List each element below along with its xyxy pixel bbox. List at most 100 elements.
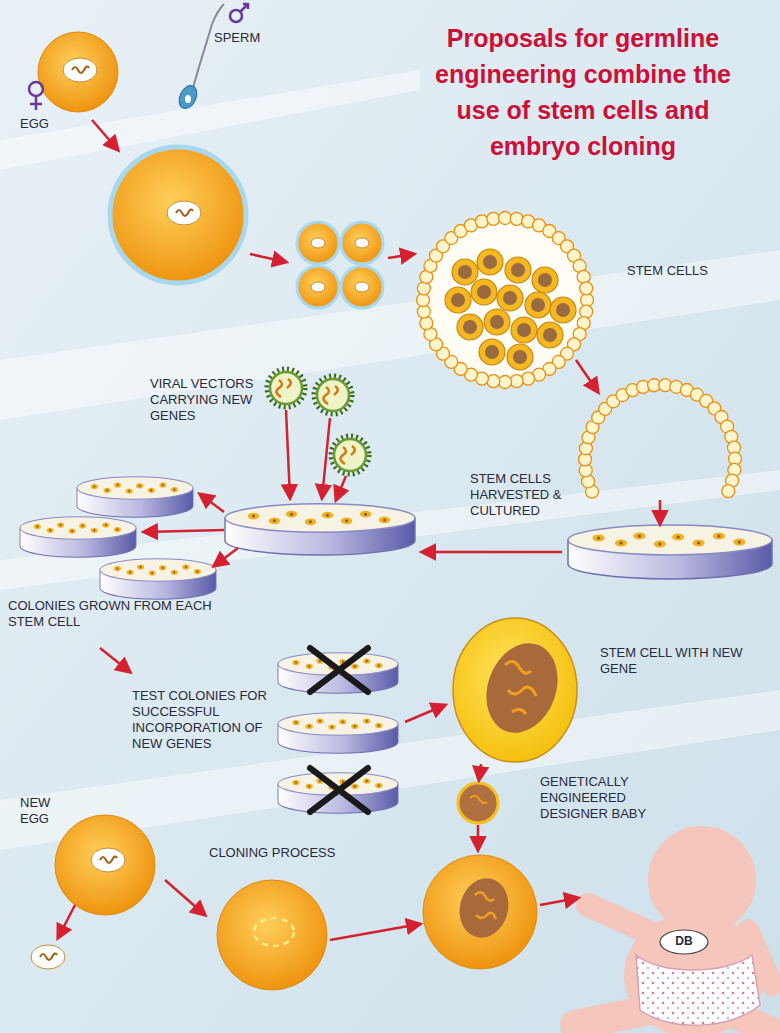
baby-figure-part: [648, 826, 756, 934]
female-symbol-part: [30, 96, 42, 110]
stage-label: STEM CELLS: [627, 263, 747, 279]
process-arrow-part: [92, 120, 118, 150]
blastocyst-part: [550, 297, 576, 323]
sperm-cell: [176, 4, 224, 111]
stage-label: NEW EGG: [20, 795, 60, 827]
process-arrow-part: [477, 825, 480, 850]
four-cell-embryo-part: [297, 222, 339, 264]
wall-cell: [522, 372, 535, 385]
illustrated-stage: STEM CELL WITH NEW GENE: [445, 615, 755, 765]
wall-cell: [499, 376, 512, 389]
small-stem-cell-part: [470, 796, 487, 803]
illustrated-stage: EGG: [15, 28, 135, 138]
reject-cross-part: [310, 768, 368, 812]
blastocyst-part: [452, 259, 478, 285]
diaper-part: [636, 955, 760, 1025]
wall-cell: [417, 294, 430, 307]
stage-label: EGG: [20, 116, 70, 132]
four-cell-embryo-part: [355, 238, 369, 248]
wall-cell: [417, 282, 430, 295]
viral-vector: [267, 369, 305, 407]
process-arrow: [405, 705, 445, 722]
process-arrow-part: [422, 551, 562, 554]
sperm-cell-part: [176, 83, 201, 112]
process-arrow-part: [286, 410, 290, 498]
process-arrow-part: [576, 360, 598, 392]
wall-cell: [510, 212, 523, 225]
male-symbol-part: [240, 4, 248, 12]
egg-cell-part: [63, 58, 97, 82]
baby-figure-part: [588, 905, 655, 935]
enucleated-egg-part: [254, 918, 294, 946]
process-arrow-part: [144, 530, 224, 532]
stage-label: SPERM: [214, 30, 262, 46]
engineered-stem-cell-part: [474, 633, 569, 743]
engineered-stem-cell-part: [453, 618, 577, 762]
illustrated-stage: SPERM: [170, 14, 264, 109]
wall-cell: [510, 375, 523, 388]
process-arrow-part: [58, 905, 75, 938]
illustrated-stage: STEM CELLS: [412, 208, 762, 398]
four-cell-embryo-part: [311, 282, 325, 292]
process-arrow-part: [250, 254, 286, 262]
reject-cross: [310, 648, 368, 812]
process-arrow-part: [540, 898, 578, 905]
new-egg: [55, 815, 155, 915]
colony-dish: [20, 517, 136, 558]
enucleated-egg-part: [217, 880, 327, 990]
baby-figure: [575, 826, 772, 1033]
four-cell-embryo-part: [311, 238, 325, 248]
wall-cell: [487, 375, 500, 388]
stage-label: GENETICALLY ENGINEERED DESIGNER BABY: [540, 774, 662, 822]
process-arrow-part: [388, 254, 414, 258]
stage-label: COLONIES GROWN FROM EACH STEM CELL: [8, 598, 213, 630]
wall-cell: [577, 270, 590, 283]
sperm-cell-part: [185, 95, 191, 103]
four-cell-embryo: [297, 222, 383, 308]
female-symbol-part: [29, 82, 43, 96]
enucleated-egg: [217, 880, 327, 990]
sperm-cell-part: [193, 4, 224, 88]
diagram-title: Proposals for germline engineering combi…: [416, 20, 750, 164]
four-cell-embryo-part: [297, 266, 339, 308]
four-cell-embryo-part: [341, 222, 383, 264]
stage-label: STEM CELLS HARVESTED & CULTURED: [470, 471, 578, 519]
stage-label: STEM CELL WITH NEW GENE: [600, 645, 748, 677]
cloned-embryo: [423, 855, 537, 969]
female-symbol: [29, 82, 43, 110]
removed-nucleus: [31, 945, 65, 969]
illustrated-stage: CLONING PROCESS: [205, 843, 345, 995]
four-cell-embryo-part: [355, 282, 369, 292]
culture-dish: [225, 504, 415, 555]
process-arrow-part: [322, 418, 330, 498]
viral-vector: [314, 376, 352, 414]
wall-cell: [581, 294, 594, 307]
test-dish: [278, 713, 398, 754]
illustrated-stage: STEM CELLS HARVESTED & CULTURED: [462, 465, 777, 583]
wall-cell: [417, 305, 430, 318]
illustrated-stage: NEW EGG: [15, 790, 165, 980]
viral-vector: [331, 436, 369, 474]
process-arrow-part: [214, 548, 238, 566]
background-streak-part: [0, 250, 780, 420]
cloned-embryo-part: [453, 873, 515, 943]
illustrated-stage: COLONIES GROWN FROM EACH STEM CELL: [5, 470, 225, 648]
blastocyst-part: [497, 285, 523, 311]
blastocyst-part: [525, 292, 551, 318]
stage-label: VIRAL VECTORS CARRYING NEW GENES: [150, 376, 268, 424]
illustrated-stage: TEST COLONIES FOR SUCCESSFUL INCORPORATI…: [130, 650, 405, 800]
process-arrow-part: [330, 924, 420, 940]
blastocyst-part: [505, 257, 531, 283]
engineered-stem-cell: [453, 618, 577, 762]
diaper: [636, 930, 760, 1025]
baby-figure-part: [575, 1010, 650, 1025]
blastocyst-part: [471, 279, 497, 305]
cloned-embryo-part: [423, 855, 537, 969]
new-egg-part: [91, 848, 125, 872]
wall-cell: [722, 485, 735, 498]
background-streak: [0, 70, 780, 850]
small-stem-cell-part: [458, 783, 498, 823]
new-egg-part: [55, 815, 155, 915]
reject-cross-part: [310, 648, 368, 692]
